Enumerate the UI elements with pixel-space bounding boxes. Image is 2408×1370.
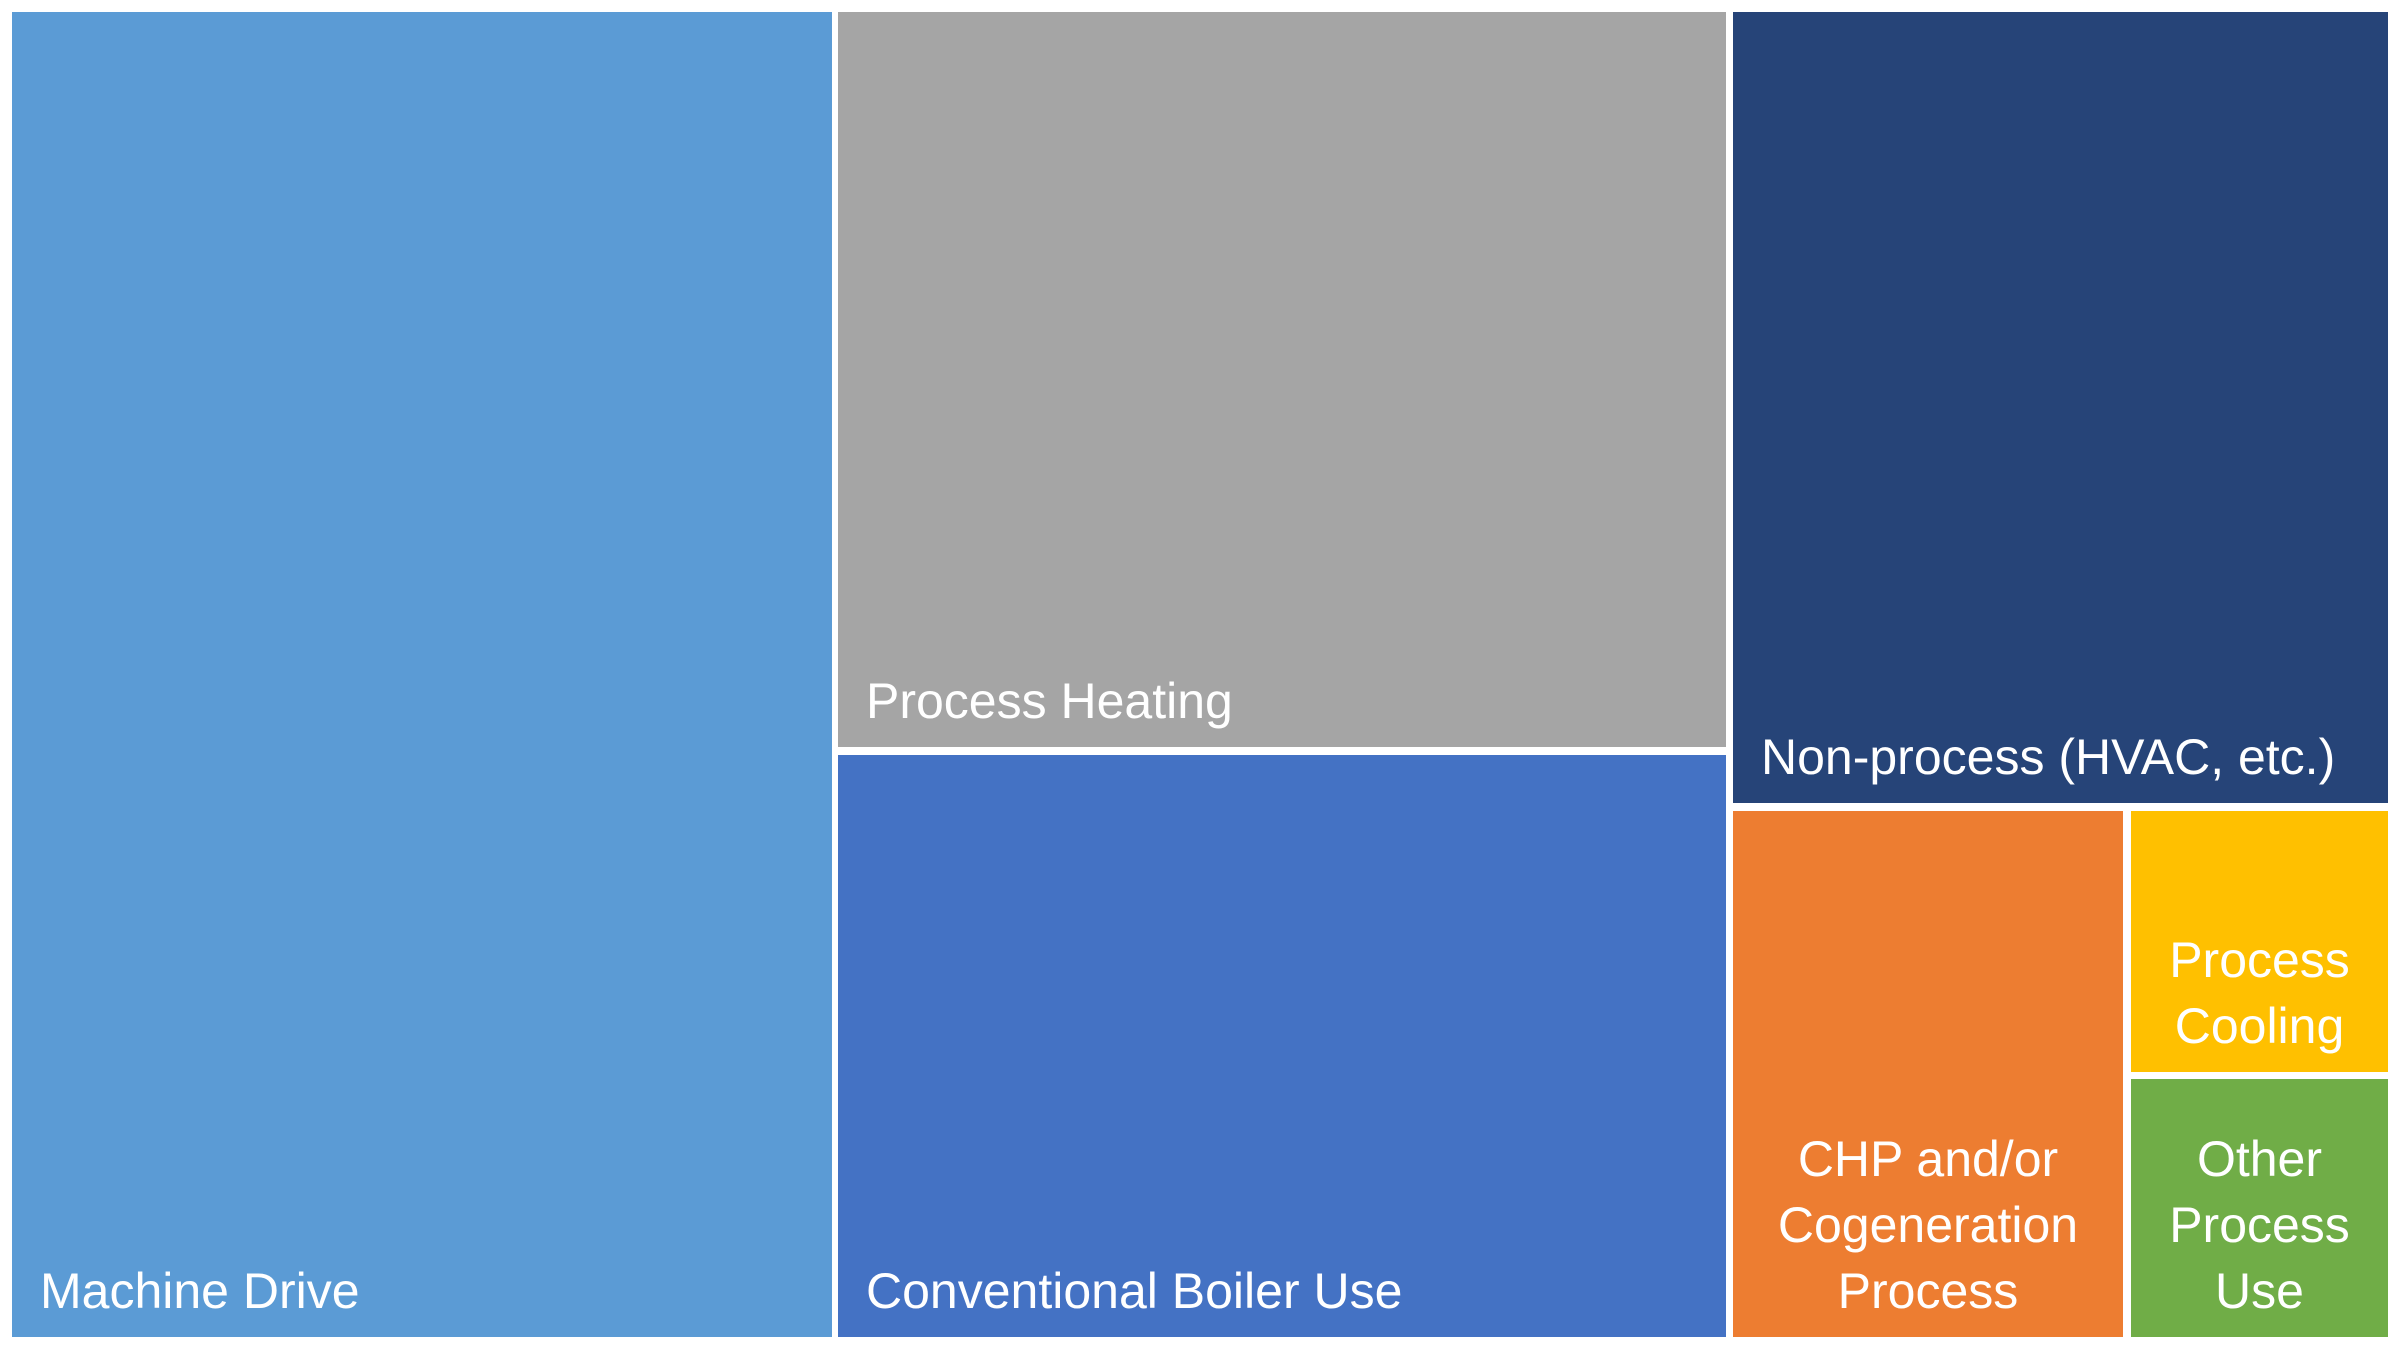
tile-label-conventional-boiler-use: Conventional Boiler Use — [866, 1263, 1403, 1319]
tile-label-chp-cogeneration-process: CHP and/or Cogeneration Process — [1777, 1131, 2079, 1319]
tile-label-machine-drive: Machine Drive — [40, 1263, 360, 1319]
tile-label-other-process-use: Other Process Use — [2169, 1131, 2350, 1319]
treemap-tile-chp-cogeneration-process: CHP and/or Cogeneration Process — [1733, 811, 2123, 1337]
treemap-tile-non-process-hvac: Non-process (HVAC, etc.) — [1733, 12, 2388, 803]
tile-label-process-cooling: Process Cooling — [2169, 932, 2350, 1054]
tile-label-non-process-hvac: Non-process (HVAC, etc.) — [1761, 729, 2336, 785]
treemap-tile-process-heating: Process Heating — [838, 12, 1726, 747]
treemap-tile-process-cooling: Process Cooling — [2131, 811, 2388, 1072]
treemap-tile-machine-drive: Machine Drive — [12, 12, 832, 1337]
treemap-tile-other-process-use: Other Process Use — [2131, 1079, 2388, 1337]
tile-label-process-heating: Process Heating — [866, 673, 1233, 729]
treemap-tile-conventional-boiler-use: Conventional Boiler Use — [838, 755, 1726, 1337]
